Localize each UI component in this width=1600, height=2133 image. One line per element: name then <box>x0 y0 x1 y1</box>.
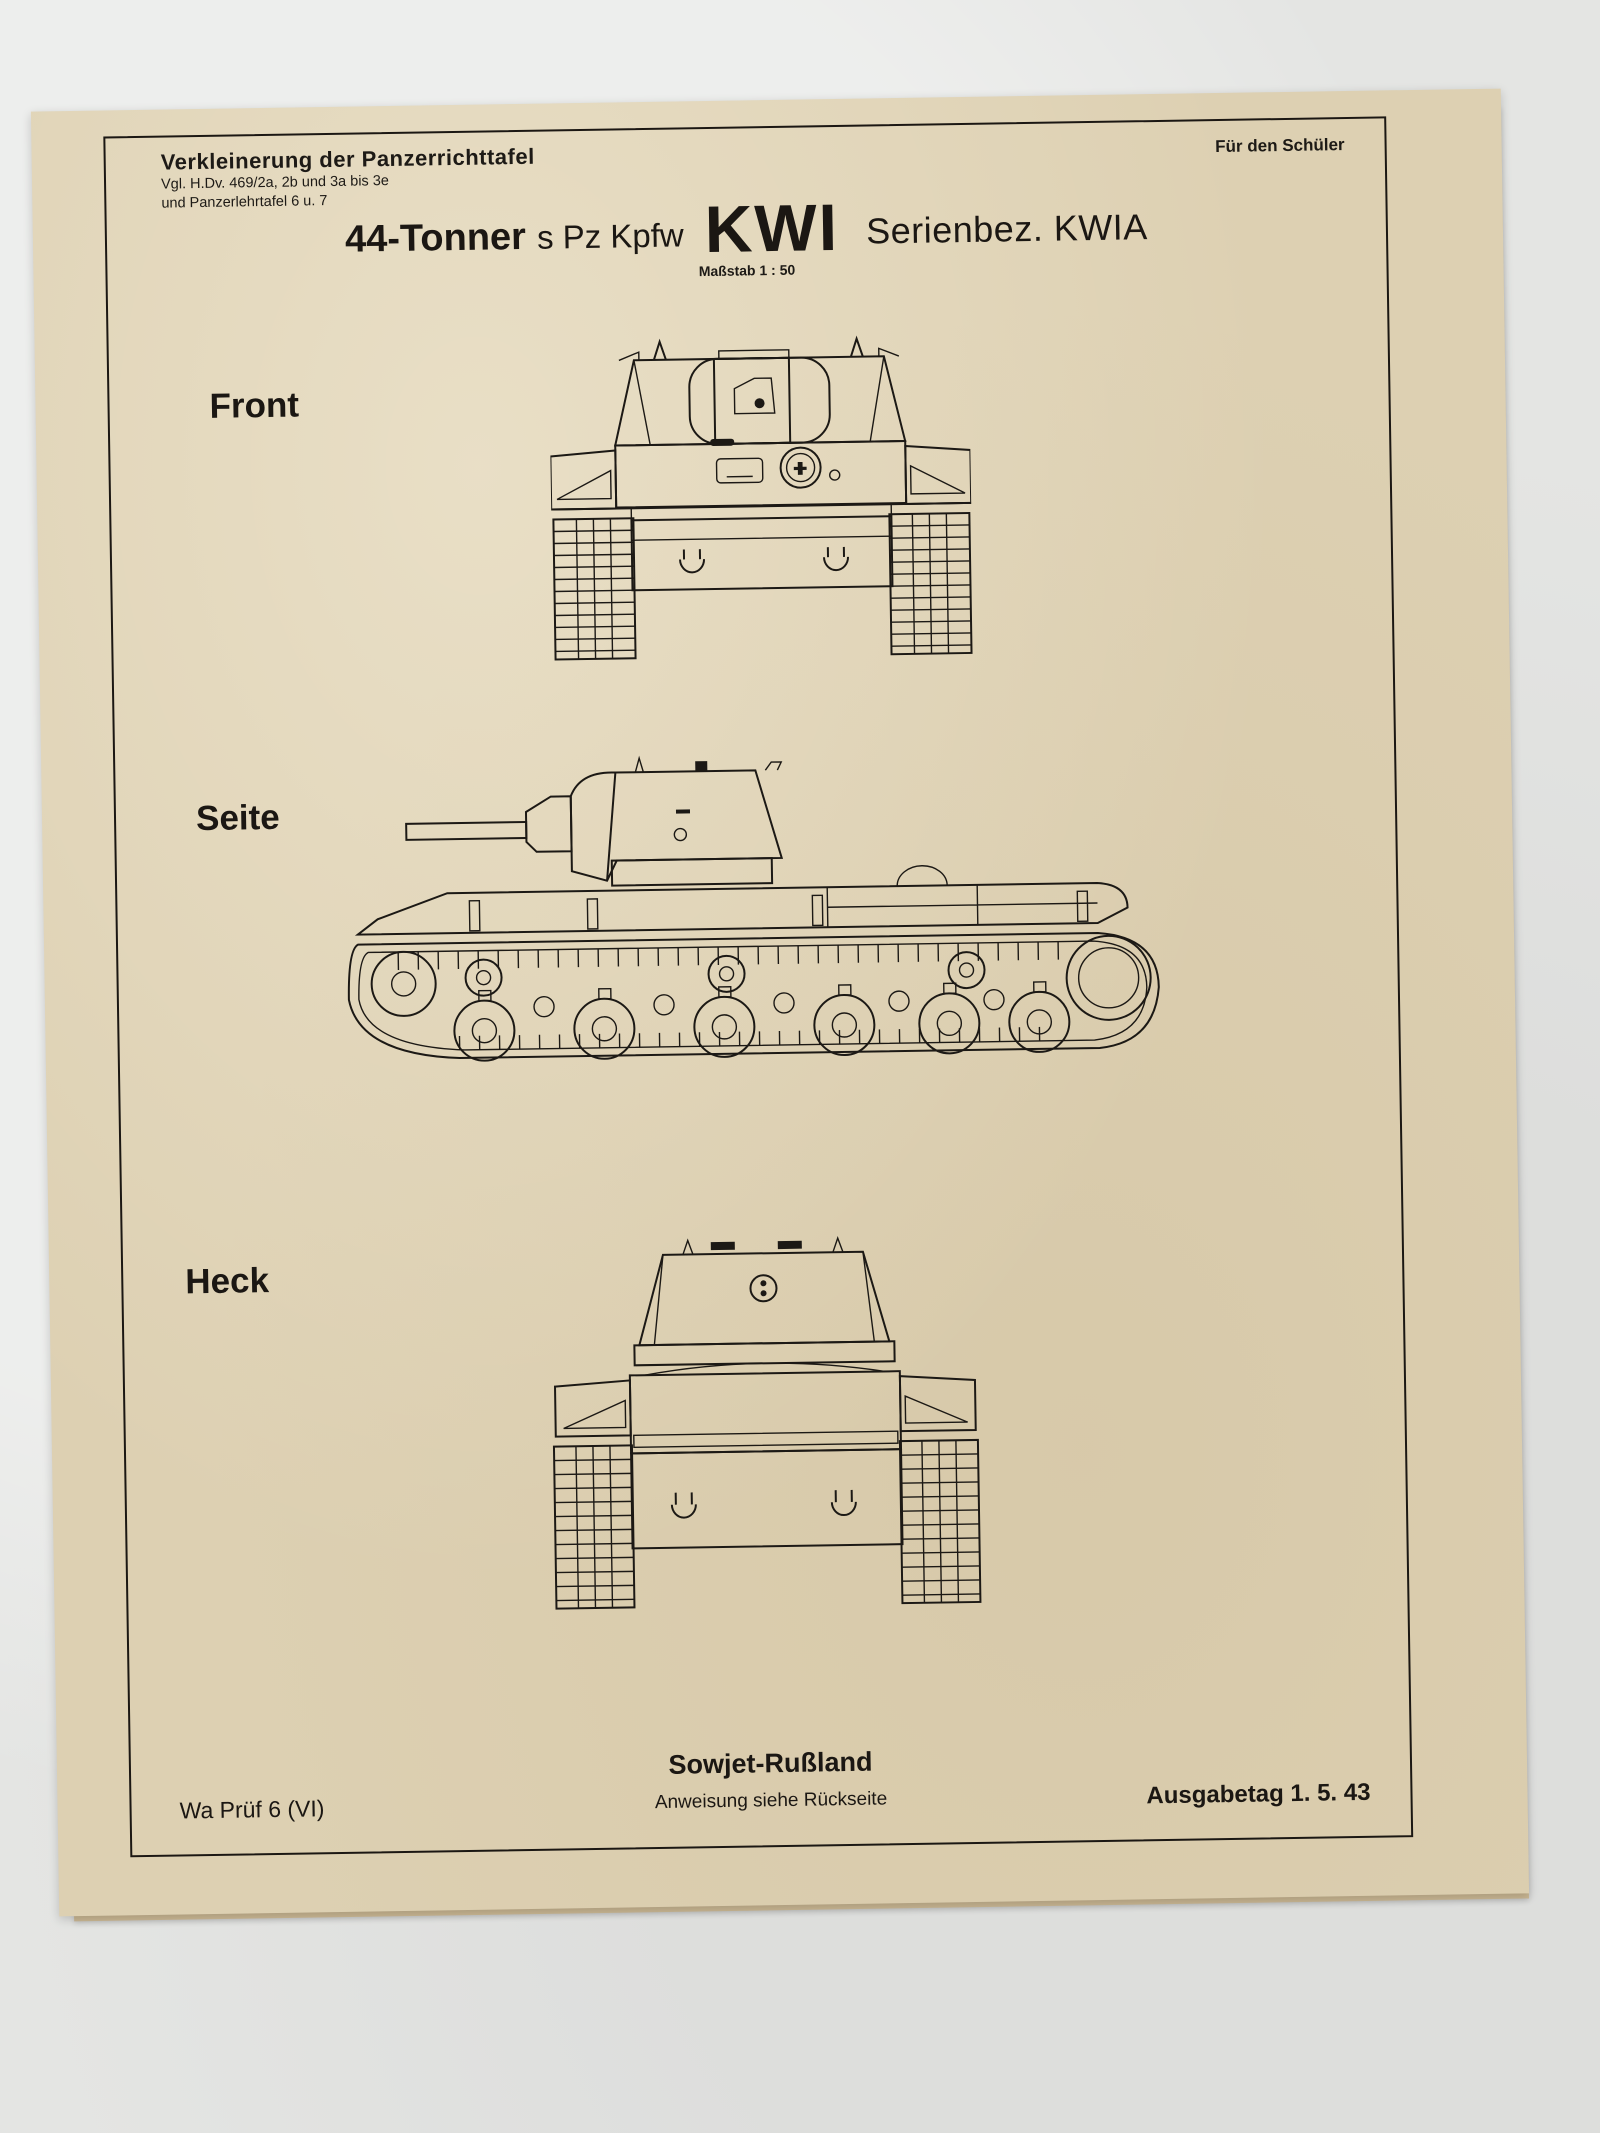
view-label-front: Front <box>209 385 300 426</box>
issue-date: Ausgabetag 1. 5. 43 <box>1146 1778 1371 1810</box>
model-name: KWI <box>704 189 840 267</box>
tank-rear-view-icon <box>533 1230 989 1617</box>
tank-front-view-icon <box>548 325 973 662</box>
document-sheet: Verkleinerung der Panzerrichttafel Vgl. … <box>30 88 1530 1917</box>
view-label-rear: Heck <box>185 1261 270 1302</box>
designation: s Pz Kpfw <box>536 216 685 256</box>
document-frame: Verkleinerung der Panzerrichttafel Vgl. … <box>103 116 1414 1858</box>
tank-side-view-icon <box>335 741 1200 1094</box>
audience-label: Für den Schüler <box>1215 135 1345 157</box>
view-label-side: Seite <box>195 797 280 839</box>
series-designation: Serienbez. KWIA <box>865 206 1149 252</box>
weight-class: 44-Tonner <box>344 215 527 261</box>
